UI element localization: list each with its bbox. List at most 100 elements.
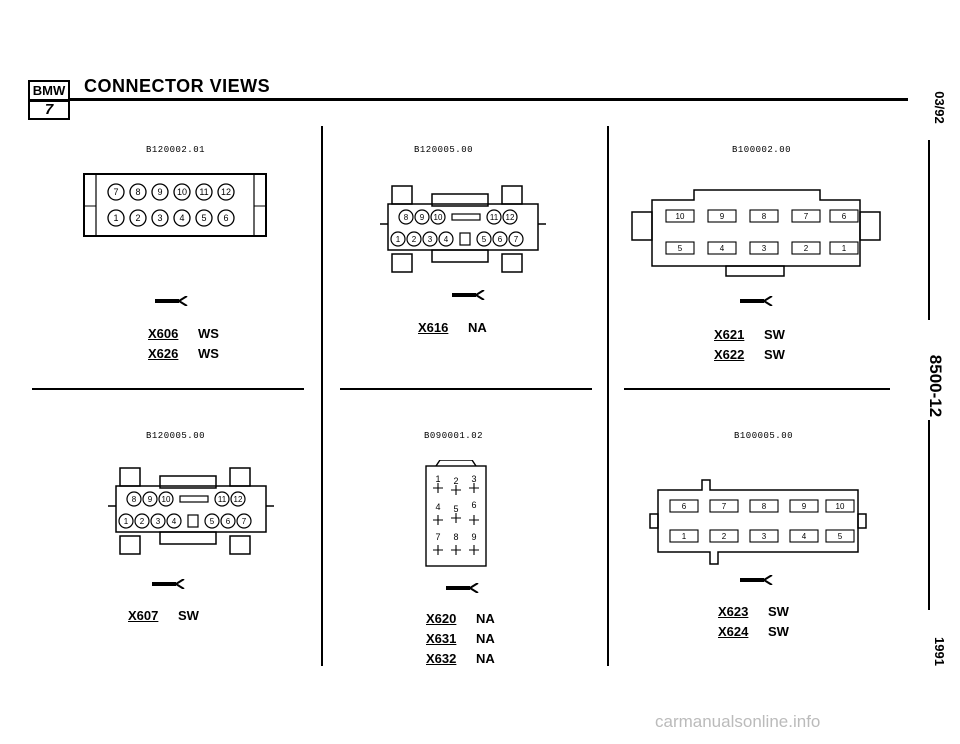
panel-1-plug-icon [155, 296, 188, 306]
svg-text:10: 10 [676, 212, 685, 221]
svg-text:9: 9 [471, 532, 476, 542]
svg-text:7: 7 [113, 187, 118, 197]
footer-watermark: carmanualsonline.info [655, 712, 821, 731]
panel-2-plug-icon [452, 290, 485, 300]
svg-text:9: 9 [157, 187, 162, 197]
logo-brand: BMW [28, 80, 70, 101]
wire-color: SW [764, 327, 785, 342]
svg-text:12: 12 [234, 495, 243, 504]
svg-text:2: 2 [722, 532, 727, 541]
page-title: CONNECTOR VIEWS [84, 76, 271, 96]
svg-text:3: 3 [157, 213, 162, 223]
connector-row: X626 WS [148, 344, 219, 364]
connector-row: X616 NA [418, 318, 487, 338]
connector-id: X626 [148, 346, 179, 361]
panel-4-plug-icon [152, 579, 185, 589]
logo-series: 7 [28, 100, 70, 120]
wire-color: SW [768, 624, 789, 639]
panel-4-code: B120005.00 [146, 431, 206, 441]
panel-6-code: B100005.00 [734, 431, 794, 441]
connector-id: X607 [128, 608, 159, 623]
header-rule [70, 98, 908, 101]
row-divider-2 [340, 388, 592, 390]
side-rule-1 [928, 140, 930, 320]
wire-color: WS [198, 346, 219, 361]
svg-text:4: 4 [179, 213, 184, 223]
svg-text:5: 5 [678, 244, 683, 253]
svg-text:1: 1 [842, 244, 847, 253]
column-divider-2 [607, 126, 609, 666]
connector-row: X621 SW [714, 325, 785, 345]
svg-text:1: 1 [682, 532, 687, 541]
connector-id: X623 [718, 604, 749, 619]
column-divider-1 [321, 126, 323, 666]
svg-text:7: 7 [722, 502, 727, 511]
wire-color: NA [468, 320, 487, 335]
svg-text:2: 2 [140, 517, 145, 526]
connector-id: X606 [148, 326, 179, 341]
svg-text:8: 8 [762, 502, 767, 511]
panel-2-labels: X616 NA [418, 318, 487, 338]
svg-text:6: 6 [842, 212, 847, 221]
panel-5-code: B090001.02 [424, 431, 484, 441]
bmw-logo: BMW 7 [28, 80, 70, 120]
wire-color: NA [476, 651, 495, 666]
side-year: 1991 [932, 637, 948, 666]
svg-text:12: 12 [221, 187, 231, 197]
svg-text:1: 1 [124, 517, 129, 526]
wire-color: SW [764, 347, 785, 362]
connector-row: X623 SW [718, 602, 789, 622]
svg-text:10: 10 [434, 213, 443, 222]
svg-text:4: 4 [444, 235, 449, 244]
panel-2-code: B120005.00 [414, 145, 474, 155]
panel-6-plug-icon [740, 575, 773, 585]
wire-color: NA [476, 611, 495, 626]
svg-text:5: 5 [482, 235, 487, 244]
connector-id: X631 [426, 631, 457, 646]
connector-id: X621 [714, 327, 745, 342]
svg-text:9: 9 [148, 495, 153, 504]
svg-text:9: 9 [720, 212, 725, 221]
svg-text:5: 5 [453, 504, 458, 514]
svg-text:3: 3 [428, 235, 433, 244]
connector-id: X632 [426, 651, 457, 666]
svg-text:5: 5 [210, 517, 215, 526]
panel-1-code: B120002.01 [146, 145, 206, 155]
svg-text:7: 7 [242, 517, 247, 526]
wire-color: SW [178, 608, 199, 623]
svg-text:6: 6 [498, 235, 503, 244]
svg-text:2: 2 [804, 244, 809, 253]
wire-color: WS [198, 326, 219, 341]
svg-text:8: 8 [135, 187, 140, 197]
connector-id: X622 [714, 347, 745, 362]
panel-3-plug-icon [740, 296, 773, 306]
svg-text:2: 2 [453, 476, 458, 486]
panel-5-plug-icon [446, 583, 479, 593]
svg-text:8: 8 [404, 213, 409, 222]
svg-text:9: 9 [802, 502, 807, 511]
svg-text:7: 7 [804, 212, 809, 221]
side-page-number: 8500-12 [925, 354, 945, 418]
svg-text:10: 10 [836, 502, 845, 511]
connector-row: X606 WS [148, 324, 219, 344]
connector-id: X616 [418, 320, 449, 335]
wire-color: SW [768, 604, 789, 619]
side-rule-2 [928, 420, 930, 610]
connector-id: X620 [426, 611, 457, 626]
svg-text:4: 4 [802, 532, 807, 541]
svg-text:10: 10 [162, 495, 171, 504]
wire-color: NA [476, 631, 495, 646]
svg-text:8: 8 [453, 532, 458, 542]
svg-text:4: 4 [172, 517, 177, 526]
svg-text:3: 3 [762, 244, 767, 253]
svg-text:5: 5 [201, 213, 206, 223]
